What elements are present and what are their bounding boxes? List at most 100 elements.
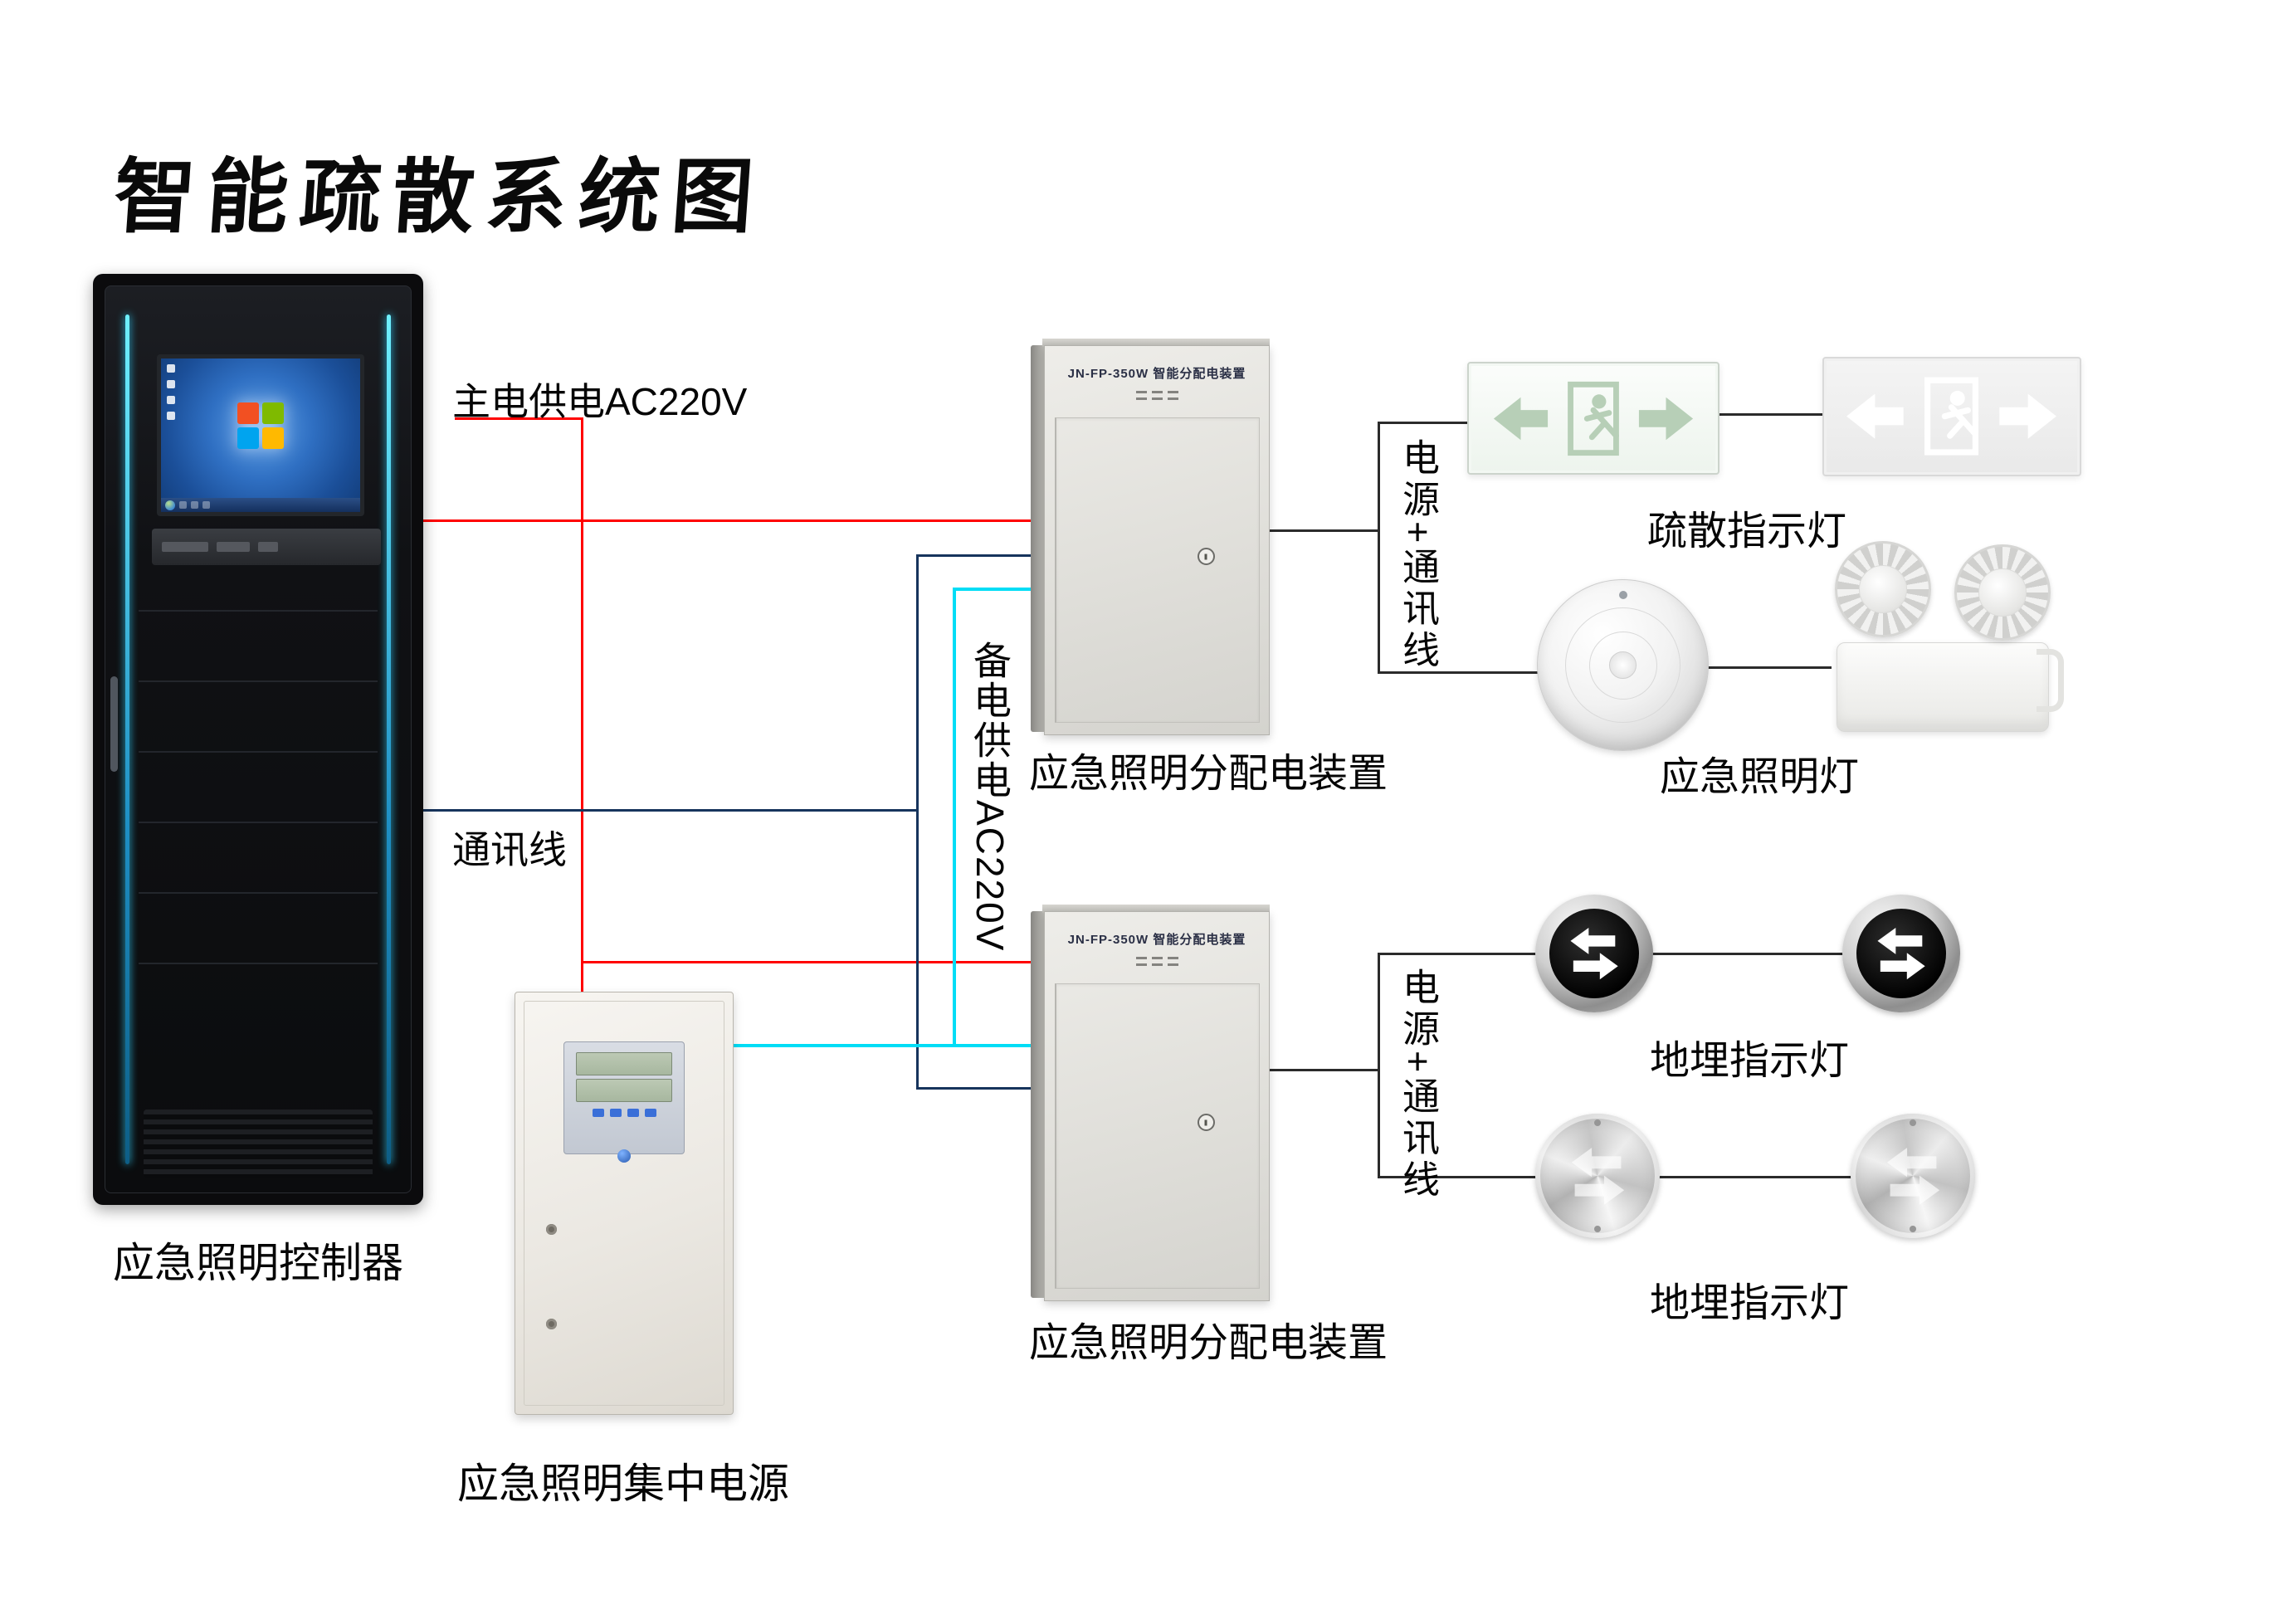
emergency-lights-label: 应急照明灯 <box>1660 755 1860 799</box>
wire-ground-light-top-link <box>1651 953 1844 955</box>
keyhole-icon <box>546 1224 557 1235</box>
cabinet-handle <box>110 676 118 772</box>
box-top-edge <box>1042 905 1270 913</box>
ground-light-steel-2 <box>1851 1114 1975 1238</box>
screw-icon <box>1594 1226 1601 1232</box>
light-face <box>1549 909 1639 998</box>
exit-sign-2 <box>1822 357 2081 476</box>
ground-light-black-2 <box>1842 895 1960 1012</box>
light-face <box>1856 909 1946 998</box>
screw-icon <box>1594 1119 1601 1126</box>
lcd-display <box>576 1079 672 1102</box>
cabinet-led-strip-right <box>387 315 391 1164</box>
wire-main-power-vertical <box>581 417 583 993</box>
lock-icon <box>1197 1114 1215 1132</box>
desktop-icons <box>167 364 175 420</box>
central-power-cabinet <box>515 992 734 1415</box>
wire-comm-from-controller <box>423 809 919 812</box>
start-orb-icon <box>165 500 175 510</box>
controller-label: 应急照明控制器 <box>113 1240 403 1286</box>
lamp-core <box>1609 651 1637 679</box>
box-indicator-marks <box>1045 957 1269 966</box>
wire-main-power-stub <box>455 417 583 420</box>
lock-icon <box>1197 548 1215 566</box>
exit-sign-1 <box>1467 362 1719 475</box>
comm-wire-label: 通讯线 <box>452 828 567 871</box>
controller-screen <box>157 354 364 516</box>
wire-comm-to-box1 <box>916 554 1031 557</box>
ground-lights-top-label: 地埋指示灯 <box>1650 1039 1850 1083</box>
lcd-display <box>576 1052 672 1075</box>
panel-buttons <box>571 1109 677 1117</box>
box-front-face: JN-FP-350W 智能分配电装置 <box>1044 911 1270 1301</box>
wire-box2-to-ground-light-bottom <box>1378 1176 1537 1178</box>
running-man-exit-icon <box>1846 378 2057 456</box>
central-power-label: 应急照明集中电源 <box>457 1461 789 1507</box>
exit-signs-label: 疏散指示灯 <box>1647 510 1847 554</box>
screw-icon <box>1910 1226 1916 1232</box>
ground-light-black-1 <box>1535 895 1653 1012</box>
distribution-box-2-label: 应急照明分配电装置 <box>1029 1321 1388 1365</box>
lamp-head-left <box>1835 541 1931 637</box>
main-power-wire-label: 主电供电AC220V <box>452 380 748 423</box>
wire-main-power-to-box1 <box>423 519 1031 522</box>
wire-comm-to-box2 <box>916 1087 1031 1090</box>
box-side-panel <box>1031 911 1044 1298</box>
box-front-face: JN-FP-350W 智能分配电装置 <box>1044 345 1270 735</box>
cabinet-drive-bay <box>152 529 381 565</box>
wire-box1-to-dome-lamp <box>1378 671 1540 674</box>
ceiling-emergency-lamp <box>1537 579 1709 751</box>
wire-exit-sign-link <box>1716 413 1822 416</box>
box-model-title: JN-FP-350W 智能分配电装置 <box>1067 367 1246 381</box>
page-title: 智能疏散系统图 <box>110 149 768 245</box>
twin-spot-emergency-light <box>1830 541 2064 732</box>
box-door <box>1055 983 1260 1289</box>
box-indicator-marks <box>1045 391 1269 400</box>
running-man-exit-icon <box>1493 381 1694 456</box>
box-side-panel <box>1031 345 1044 732</box>
distribution-box-1-label: 应急照明分配电装置 <box>1029 752 1388 796</box>
wire-backup-power-vertical <box>953 588 956 1047</box>
wire-box1-output <box>1270 529 1379 532</box>
twin-light-body <box>1837 642 2049 732</box>
wire-backup-power-to-box2 <box>732 1044 1031 1047</box>
twin-light-bracket <box>2037 649 2064 712</box>
wire-ground-light-bottom-link <box>1658 1176 1852 1178</box>
screen-taskbar <box>161 498 360 512</box>
cabinet-vent-grille <box>144 1109 373 1178</box>
distribution-box-2: JN-FP-350W 智能分配电装置 <box>1031 905 1270 1301</box>
lamp-head-right <box>1954 544 2051 641</box>
wire-backup-power-to-box1 <box>953 588 1031 591</box>
power-indicator-led <box>617 1149 631 1163</box>
wire-box1-bracket <box>1378 422 1380 674</box>
cabinet-led-strip-left <box>125 315 129 1164</box>
windows-logo-icon <box>237 402 284 450</box>
wire-box2-bracket <box>1378 953 1380 1178</box>
screw-icon <box>1910 1119 1916 1126</box>
wire-emergency-lamp-link <box>1707 666 1832 669</box>
backup-power-wire-label: 备电供电AC220V <box>968 641 1012 953</box>
controller-cabinet <box>93 274 423 1205</box>
box-model-title: JN-FP-350W 智能分配电装置 <box>1067 933 1246 947</box>
wire-box2-output <box>1270 1069 1379 1071</box>
wire-main-power-to-box2 <box>581 961 1031 963</box>
controller-cabinet-door <box>105 285 412 1193</box>
power-control-panel <box>563 1041 685 1154</box>
keyhole-icon <box>546 1319 557 1329</box>
wire-comm-vertical <box>916 554 919 1090</box>
central-power-door <box>524 1001 724 1406</box>
branch-wire-label-1: 电源+通讯线 <box>1397 438 1439 672</box>
double-arrow-icon <box>1877 927 1925 980</box>
distribution-box-1: JN-FP-350W 智能分配电装置 <box>1031 339 1270 735</box>
box-top-edge <box>1042 339 1270 347</box>
etched-double-arrow-icon <box>1571 1147 1624 1205</box>
etched-double-arrow-icon <box>1886 1147 1939 1205</box>
ground-lights-bottom-label: 地埋指示灯 <box>1650 1281 1850 1325</box>
sensor-dot <box>1618 591 1627 599</box>
box-door <box>1055 417 1260 723</box>
wire-box1-to-exit-sign <box>1378 422 1467 424</box>
double-arrow-icon <box>1570 927 1618 980</box>
wire-box2-to-ground-light-top <box>1378 953 1537 955</box>
branch-wire-label-2: 电源+通讯线 <box>1397 968 1439 1202</box>
